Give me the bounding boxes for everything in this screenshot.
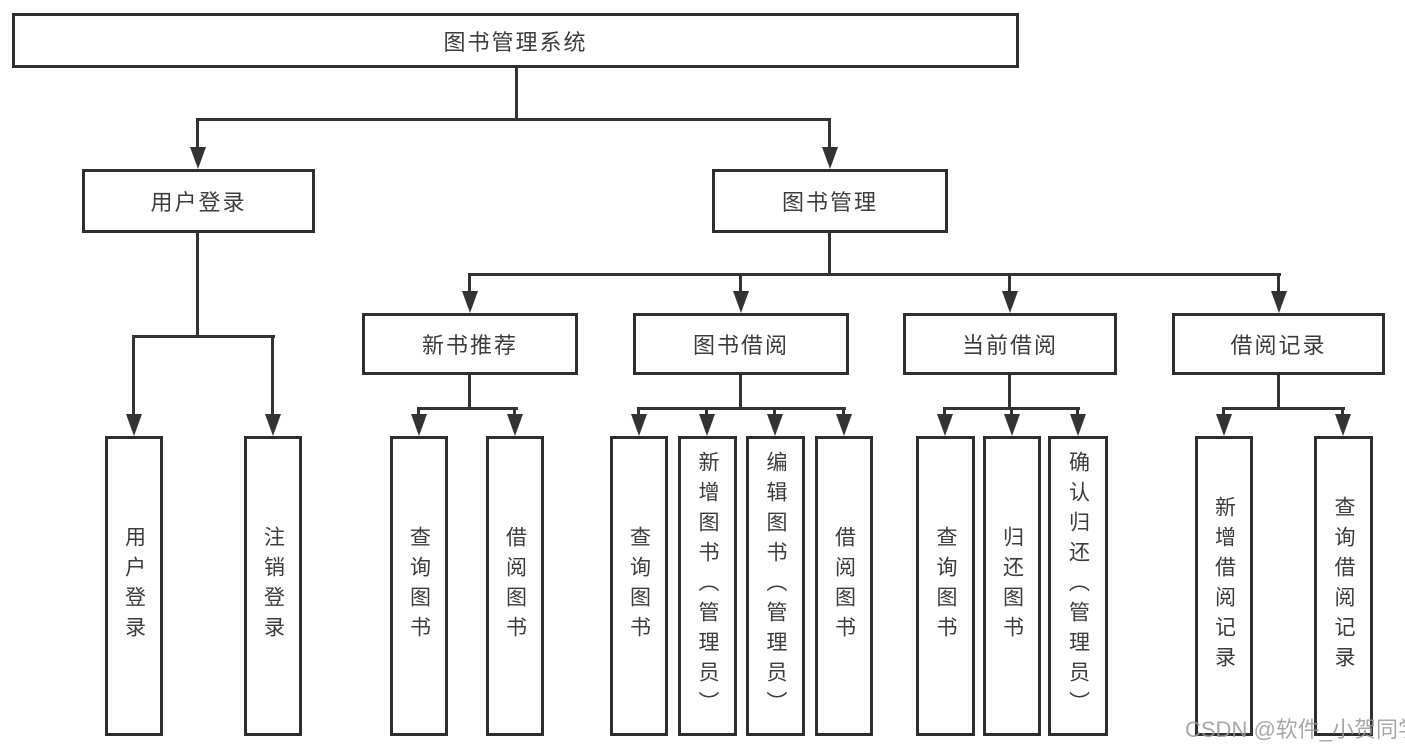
connector-line: [515, 68, 518, 118]
node-label: 图书管理系统: [443, 29, 588, 55]
connector-line: [1341, 407, 1344, 417]
arrow-down-icon: [1002, 291, 1018, 313]
leaf-edit-books-admin: 编辑图书（管理员）: [746, 436, 805, 736]
arrow-down-icon: [1271, 291, 1287, 313]
leaf-borrow-books-recommend: 借阅图书: [486, 436, 544, 736]
leaf-query-borrow-record: 查询借阅记录: [1314, 436, 1373, 736]
connector-line: [132, 335, 275, 338]
leaf-label: 查询图书: [627, 526, 651, 646]
connector-line: [468, 273, 1281, 276]
connector-line: [196, 118, 199, 148]
arrow-down-icon: [1335, 414, 1351, 436]
leaf-label: 查询图书: [407, 526, 431, 646]
connector-line: [637, 407, 846, 410]
connector-line: [739, 375, 742, 410]
node-book-borrow: 图书借阅: [633, 313, 849, 375]
connector-line: [468, 273, 471, 293]
connector-line: [1277, 375, 1280, 410]
arrow-down-icon: [836, 414, 852, 436]
connector-line: [1008, 375, 1011, 410]
arrow-down-icon: [1216, 414, 1232, 436]
leaf-add-borrow-record: 新增借阅记录: [1195, 436, 1253, 736]
connector-line: [773, 407, 776, 417]
node-user-login: 用户登录: [82, 169, 315, 233]
connector-line: [1076, 407, 1079, 417]
leaf-label: 用户登录: [122, 526, 146, 646]
leaf-query-books-current: 查询图书: [916, 436, 975, 736]
node-label: 新书推荐: [421, 333, 518, 358]
leaf-confirm-return-admin: 确认归还（管理员）: [1048, 436, 1108, 736]
connector-line: [417, 407, 518, 410]
node-label: 用户登录: [150, 190, 247, 215]
arrow-down-icon: [937, 414, 953, 436]
arrow-down-icon: [411, 414, 427, 436]
leaf-user-login: 用户登录: [105, 436, 163, 736]
connector-line: [828, 118, 831, 148]
arrow-down-icon: [699, 414, 715, 436]
connector-line: [1277, 273, 1280, 293]
node-current-borrow: 当前借阅: [903, 313, 1117, 375]
connector-line: [705, 407, 708, 417]
leaf-label: 借阅图书: [503, 526, 527, 646]
node-label: 借阅记录: [1230, 333, 1327, 358]
connector-line: [1010, 407, 1013, 417]
connector-line: [842, 407, 845, 417]
leaf-query-books-borrow: 查询图书: [610, 436, 668, 736]
arrow-down-icon: [190, 147, 206, 169]
arrow-down-icon: [507, 414, 523, 436]
connector-line: [197, 118, 831, 121]
arrow-down-icon: [822, 147, 838, 169]
arrow-down-icon: [631, 414, 647, 436]
leaf-label: 查询借阅记录: [1332, 496, 1355, 676]
connector-line: [1222, 407, 1345, 410]
leaf-label: 查询图书: [934, 526, 957, 646]
leaf-label: 新增借阅记录: [1212, 496, 1236, 676]
leaf-label: 借阅图书: [832, 526, 856, 646]
node-root-system: 图书管理系统: [12, 13, 1019, 68]
connector-line: [196, 233, 199, 337]
connector-line: [739, 273, 742, 293]
node-label: 当前借阅: [961, 333, 1058, 358]
connector-line: [1008, 273, 1011, 293]
connector-line: [468, 375, 471, 410]
connector-line: [1222, 407, 1225, 417]
arrow-down-icon: [265, 414, 281, 436]
connector-line: [513, 407, 516, 417]
arrow-down-icon: [126, 414, 142, 436]
node-new-book-recommend: 新书推荐: [362, 313, 578, 375]
leaf-borrow-books: 借阅图书: [815, 436, 873, 736]
connector-line: [271, 335, 274, 415]
leaf-add-books-admin: 新增图书（管理员）: [678, 436, 737, 736]
arrow-down-icon: [767, 414, 783, 436]
arrow-down-icon: [1004, 414, 1020, 436]
connector-line: [132, 335, 135, 415]
node-book-management: 图书管理: [712, 169, 948, 233]
node-label: 图书借阅: [692, 333, 789, 358]
connector-line: [637, 407, 640, 417]
leaf-label: 新增图书（管理员）: [696, 451, 719, 721]
connector-line: [828, 233, 831, 275]
connector-line: [943, 407, 946, 417]
leaf-logout: 注销登录: [244, 436, 302, 736]
leaf-label: 确认归还（管理员）: [1066, 451, 1090, 721]
leaf-query-books-recommend: 查询图书: [390, 436, 448, 736]
leaf-return-books: 归还图书: [983, 436, 1041, 736]
connector-line: [417, 407, 420, 417]
arrow-down-icon: [733, 291, 749, 313]
arrow-down-icon: [462, 291, 478, 313]
leaf-label: 编辑图书（管理员）: [764, 451, 787, 721]
leaf-label: 归还图书: [1000, 526, 1024, 646]
csdn-watermark: CSDN @软件_小贺同学: [1185, 717, 1405, 742]
arrow-down-icon: [1070, 414, 1086, 436]
node-borrow-records: 借阅记录: [1172, 313, 1385, 375]
leaf-label: 注销登录: [261, 526, 285, 646]
node-label: 图书管理: [781, 190, 878, 215]
